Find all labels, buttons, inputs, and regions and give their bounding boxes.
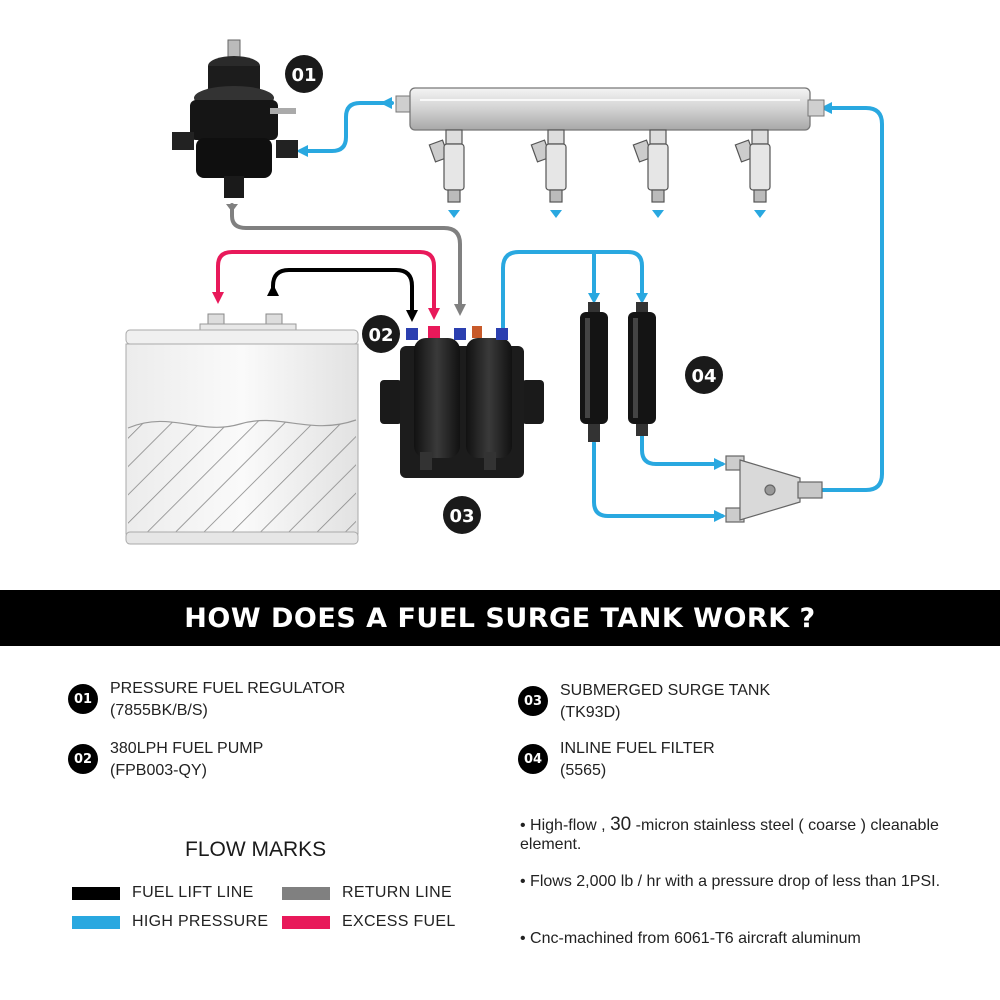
component-04: 04 INLINE FUEL FILTER (5565) xyxy=(518,738,715,782)
flow-mark-lift: FUEL LIFT LINE xyxy=(72,884,254,902)
feature-1-micron: 30 xyxy=(610,814,632,835)
inline-fuel-filters xyxy=(580,302,656,442)
component-02-name: 380LPH FUEL PUMP xyxy=(110,740,264,757)
component-03: 03 SUBMERGED SURGE TANK (TK93D) xyxy=(518,680,770,724)
flow-mark-return-label: RETURN LINE xyxy=(342,884,452,901)
component-03-model: (TK93D) xyxy=(560,704,621,721)
pressure-regulator xyxy=(172,39,298,212)
component-02-badge: 02 xyxy=(68,744,98,774)
fuel-lift-line xyxy=(271,268,414,314)
fuel-tank xyxy=(125,313,359,545)
component-01-model: (7855BK/B/S) xyxy=(110,702,208,719)
swatch-lift-line xyxy=(72,886,120,900)
component-04-model: (5565) xyxy=(560,762,607,779)
swatch-excess-fuel xyxy=(282,915,330,929)
feature-1-a: • High-flow , xyxy=(520,817,611,834)
marker-03: 03 xyxy=(443,496,481,534)
marker-04: 04 xyxy=(685,356,723,394)
marker-02-label: 02 xyxy=(368,325,393,346)
surge-tank xyxy=(380,326,544,478)
fuel-lift-arrows xyxy=(267,284,418,322)
feature-1: • High-flow , 30 -micron stainless steel… xyxy=(520,815,960,854)
marker-03-label: 03 xyxy=(449,506,474,527)
flow-mark-lift-label: FUEL LIFT LINE xyxy=(132,884,254,901)
marker-01: 01 xyxy=(285,55,323,93)
marker-01-label: 01 xyxy=(291,65,316,86)
flow-marks-title: FLOW MARKS xyxy=(185,838,327,861)
component-03-badge: 03 xyxy=(518,686,548,716)
component-04-name: INLINE FUEL FILTER xyxy=(560,740,715,757)
page-title: HOW DOES A FUEL SURGE TANK WORK ? xyxy=(184,602,816,634)
component-01-name: PRESSURE FUEL REGULATOR xyxy=(110,680,346,697)
swatch-return-line xyxy=(282,886,330,900)
return-line-arrow xyxy=(454,304,466,316)
flow-mark-high-pressure-label: HIGH PRESSURE xyxy=(132,913,269,930)
feature-1-b: -micron stainless steel ( coarse ) clean… xyxy=(520,817,939,853)
excess-fuel-arrows xyxy=(212,292,440,320)
component-01: 01 PRESSURE FUEL REGULATOR (7855BK/B/S) xyxy=(68,678,345,722)
swatch-high-pressure xyxy=(72,915,120,929)
return-line xyxy=(230,203,462,308)
feature-2: • Flows 2,000 lb / hr with a pressure dr… xyxy=(520,873,941,890)
flow-mark-return: RETURN LINE xyxy=(282,884,452,902)
component-04-badge: 04 xyxy=(518,744,548,774)
feature-3: • Cnc-machined from 6061-T6 aircraft alu… xyxy=(520,930,861,947)
title-banner: HOW DOES A FUEL SURGE TANK WORK ? xyxy=(0,590,1000,646)
component-02-model: (FPB003-QY) xyxy=(110,762,207,779)
marker-04-label: 04 xyxy=(691,366,716,387)
component-03-name: SUBMERGED SURGE TANK xyxy=(560,682,771,699)
flow-mark-excess: EXCESS FUEL xyxy=(282,913,456,931)
component-01-badge: 01 xyxy=(68,684,98,714)
component-02: 02 380LPH FUEL PUMP (FPB003-QY) xyxy=(68,738,263,782)
flow-mark-excess-label: EXCESS FUEL xyxy=(342,913,456,930)
high-pressure-lines xyxy=(300,101,884,518)
fuel-system-diagram: 01 02 03 04 xyxy=(125,39,884,545)
y-block-fitting xyxy=(725,455,823,523)
excess-fuel-line xyxy=(216,250,436,312)
marker-02: 02 xyxy=(362,315,400,353)
fuel-rail xyxy=(395,87,825,131)
fuel-injectors xyxy=(428,129,771,218)
flow-mark-high-pressure: HIGH PRESSURE xyxy=(72,913,268,931)
